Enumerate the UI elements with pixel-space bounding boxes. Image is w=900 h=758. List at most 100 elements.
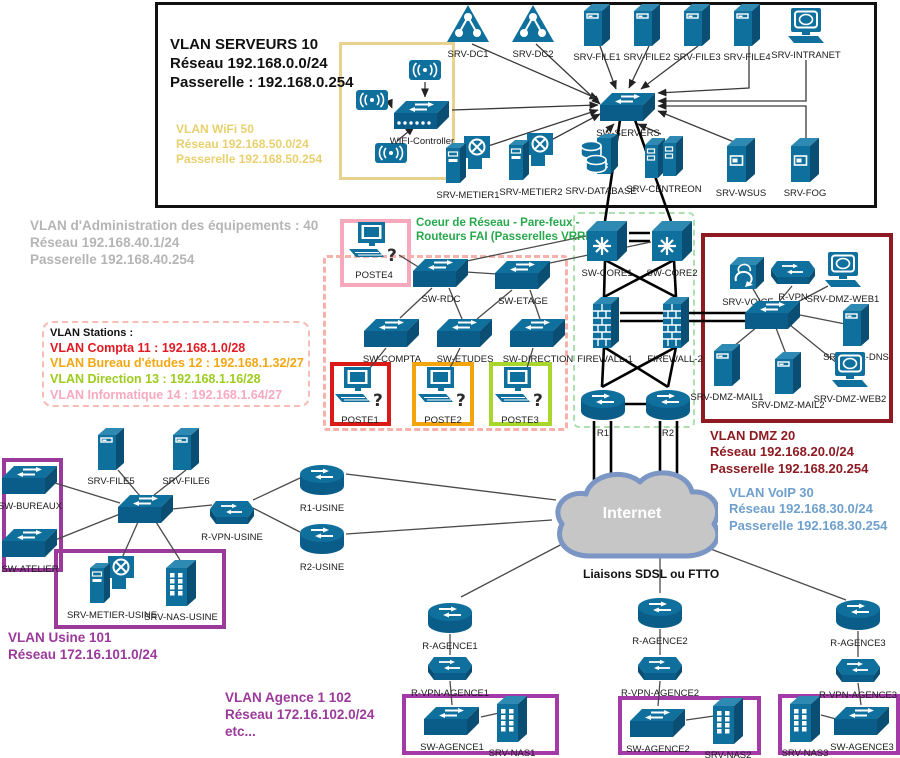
node-r1[interactable]: R1 — [538, 386, 668, 439]
node-poste4[interactable]: ?POSTE4 — [309, 222, 439, 281]
node-srv-nas1[interactable]: SRV-NAS1 — [447, 696, 577, 758]
node-sw-usine[interactable] — [81, 494, 211, 529]
node-srv-dmz-mail1[interactable]: SRV-DMZ-MAIL1 — [662, 344, 792, 403]
node-r-agence3[interactable]: R-AGENCE3 — [793, 596, 900, 649]
text-line: Réseau 172.16.101.0/24 — [8, 646, 158, 662]
node-wifi-controller[interactable]: WIFI-Controller — [357, 100, 487, 147]
edge — [603, 258, 675, 299]
text-line: Réseau 172.16.102.0/24 — [225, 706, 375, 722]
node-srv-dc1[interactable]: SRV-DC1 — [403, 5, 533, 60]
node-srv-nas-usine[interactable]: SRV-NAS-USINE — [116, 560, 246, 623]
node-poste3[interactable]: ?POSTE3 — [455, 367, 585, 426]
edge — [640, 45, 699, 90]
node-srv-file3[interactable]: SRV-FILE3 — [632, 4, 762, 63]
switch-icon — [413, 258, 469, 293]
node-ap1[interactable] — [360, 60, 490, 85]
node-sw-agence2[interactable]: SW-AGENCE2 — [593, 708, 723, 755]
node-label: SRV-FILE1 — [573, 52, 621, 63]
node-sw-direction[interactable]: SW-DIRECTION — [473, 318, 603, 365]
node-poste2[interactable]: ?POSTE2 — [378, 367, 508, 426]
node-r-vpn-usine[interactable]: R-VPN-USINE — [167, 500, 297, 543]
access-point-icon — [409, 60, 441, 85]
node-srv-intranet[interactable]: SRV-INTRANET — [741, 8, 871, 61]
node-ap3[interactable] — [326, 143, 456, 168]
node-srv-dmz-mail2[interactable]: SRV-DMZ-MAIL2 — [723, 352, 853, 411]
edge — [448, 287, 463, 320]
node-sw-compta[interactable]: SW-COMPTA — [327, 318, 457, 365]
node-srv-dc2[interactable]: SRV-DC2 — [468, 5, 598, 60]
text-line: VLAN DMZ 20 — [710, 428, 796, 443]
router-icon — [579, 386, 627, 427]
node-sw-etudes[interactable]: SW-ETUDES — [400, 318, 530, 365]
node-r2-usine[interactable]: R2-USINE — [257, 520, 387, 573]
node-label: SW-ATELIER — [1, 564, 59, 575]
node-r-agence1[interactable]: R-AGENCE1 — [385, 599, 515, 652]
node-srv-database[interactable]: SRV-DATABASE — [536, 134, 666, 197]
node-internet[interactable]: Internet — [555, 462, 721, 571]
edge — [775, 327, 787, 355]
node-r2[interactable]: R2 — [603, 386, 733, 439]
node-srv-dmz-web2[interactable]: SRV-DMZ-WEB2 — [785, 352, 900, 405]
node-r-vpn[interactable]: R-VPN — [728, 260, 858, 303]
node-srv-wsus[interactable]: SRV-WSUS — [676, 138, 806, 199]
node-r-vpn-agence2[interactable]: R-VPN-AGENCE2 — [595, 656, 725, 699]
domain-controller-icon — [447, 5, 489, 48]
server-icon — [727, 138, 755, 187]
edge — [54, 482, 121, 504]
node-firewall-2[interactable]: FIREWALL-2 — [610, 296, 740, 365]
node-sw-bureaux[interactable]: SW-BUREAUX — [0, 465, 95, 512]
node-r-vpn-agence3[interactable]: R-VPN-AGENCE3 — [793, 658, 900, 701]
edge — [345, 473, 557, 501]
node-srv-file6[interactable]: SRV-FILE6 — [121, 428, 251, 487]
edge — [171, 504, 213, 510]
node-srv-fog[interactable]: SRV-FOG — [740, 138, 870, 199]
node-label: SW-SERVERS — [596, 128, 660, 139]
node-sw-dmz[interactable] — [708, 300, 838, 335]
node-poste1[interactable]: ?POSTE1 — [295, 367, 425, 426]
node-srv-metier1[interactable]: SRV-METIER1 — [403, 136, 533, 201]
node-srv-file4[interactable]: SRV-FILE4 — [682, 4, 812, 63]
edge — [672, 259, 678, 298]
node-srv-file1[interactable]: SRV-FILE1 — [532, 4, 662, 63]
edge — [121, 521, 139, 559]
node-srv-file2[interactable]: SRV-FILE2 — [582, 4, 712, 63]
node-sw-agence1[interactable]: SW-AGENCE1 — [387, 706, 517, 753]
node-srv-nas3[interactable]: SRV-NAS3 — [740, 696, 870, 758]
node-srv-voice[interactable]: SRV-VOICE — [683, 255, 813, 308]
vpn-router-icon — [770, 260, 816, 291]
node-ap2[interactable] — [307, 90, 437, 115]
server-tower-icon — [98, 428, 124, 475]
core-switch-icon — [651, 220, 693, 267]
edge — [685, 715, 715, 721]
node-label: SRV-FILE6 — [162, 476, 210, 487]
node-sw-servers[interactable]: SW-SERVERS — [563, 92, 693, 139]
node-srv-file5[interactable]: SRV-FILE5 — [46, 428, 176, 487]
edge — [155, 521, 181, 561]
node-srv-metier2[interactable]: SRV-METIER2 — [466, 133, 596, 198]
node-sw-core1[interactable]: SW-CORE1 — [542, 220, 672, 279]
node-r-agence2[interactable]: R-AGENCE2 — [595, 594, 725, 647]
node-label: POSTE1 — [341, 415, 379, 426]
voice-gateway-icon — [728, 255, 768, 296]
node-sw-rdc[interactable]: SW-RDC — [376, 258, 506, 305]
edge — [535, 43, 601, 105]
node-r1-usine[interactable]: R1-USINE — [257, 461, 387, 514]
edge — [449, 680, 453, 706]
node-r-vpn-agence1[interactable]: R-VPN-AGENCE1 — [385, 656, 515, 699]
node-label: R-VPN-AGENCE1 — [410, 688, 490, 699]
edge — [602, 259, 607, 298]
node-srv-metier-usine[interactable]: SRV-METIER-USINE — [47, 556, 177, 621]
node-sw-core2[interactable]: SW-CORE2 — [607, 220, 737, 279]
node-sw-atelier[interactable]: SW-ATELIER — [0, 528, 95, 575]
node-sw-etage[interactable]: SW-ETAGE — [458, 260, 588, 307]
node-srv-centreon[interactable]: SRV-CENTREON — [599, 136, 729, 195]
node-srv-dmz-web1[interactable]: SRV-DMZ-WEB1 — [778, 252, 900, 305]
node-sw-agence3[interactable]: SW-AGENCE3 — [797, 706, 900, 753]
node-label: SW-BUREAUX — [0, 501, 63, 512]
node-srv-nas2[interactable]: SRV-NAS2 — [663, 698, 793, 758]
server-tower-icon — [843, 304, 869, 351]
node-firewall-1[interactable]: FIREWALL-1 — [540, 296, 670, 365]
switch-icon — [2, 465, 58, 500]
